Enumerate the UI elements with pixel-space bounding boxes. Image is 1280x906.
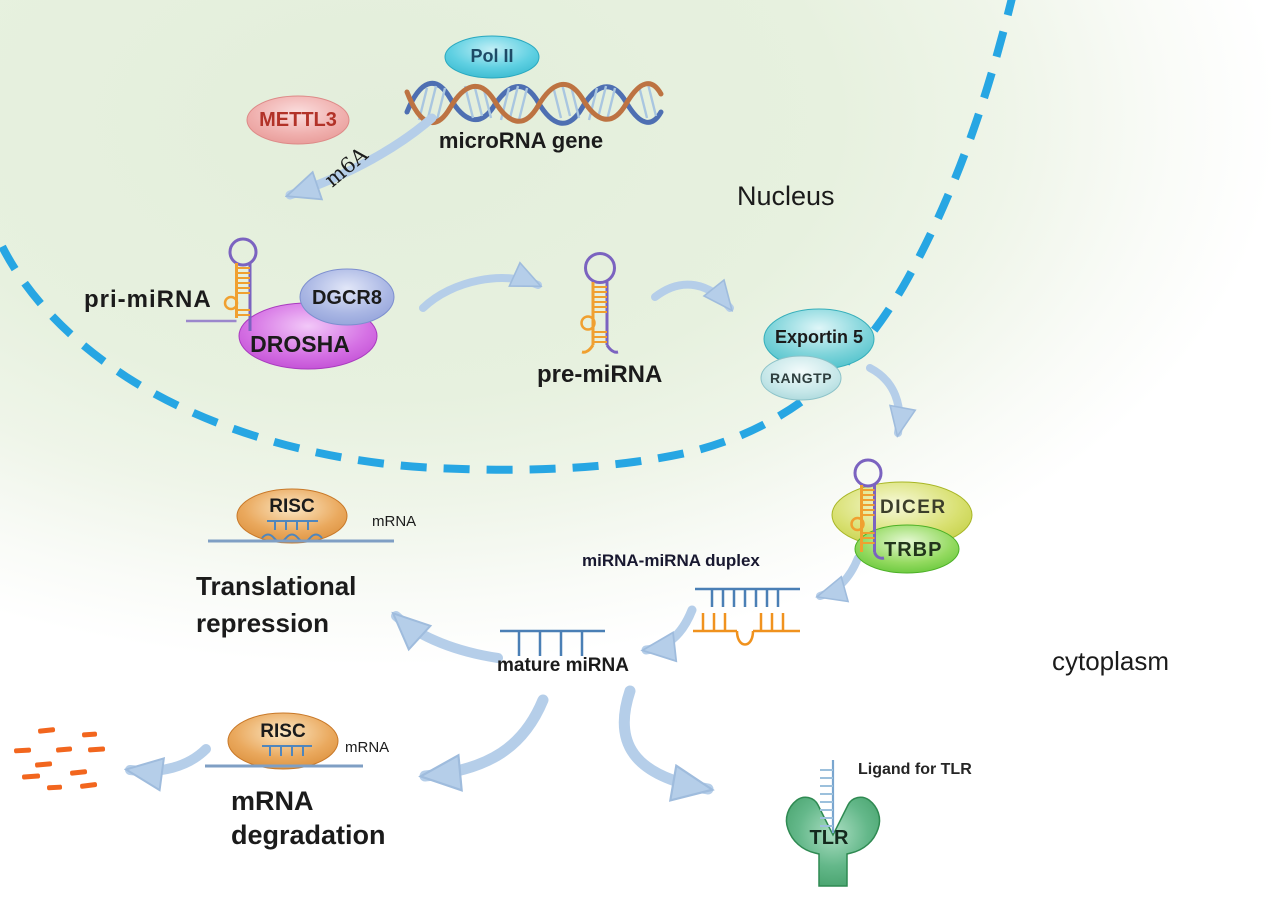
- mrna-top-label: mRNA: [372, 513, 417, 530]
- mrna-degradation-line1: mRNA: [231, 786, 314, 816]
- mettl3-label: METTL3: [259, 109, 337, 131]
- ligand-for-tlr-label: Ligand for TLR: [858, 761, 972, 778]
- arrow-mature-to-repression: [391, 611, 503, 663]
- mrna-bottom-label: mRNA: [345, 739, 390, 756]
- pri-mirna-hairpin: [186, 237, 258, 331]
- rangtp-oval: [760, 355, 842, 401]
- arrow-m6a-methylation: [290, 113, 437, 195]
- drosha-label: DROSHA: [250, 331, 350, 357]
- duplex-label: miRNA-miRNA duplex: [582, 551, 760, 570]
- arrow-mature-to-tlr: [618, 685, 708, 789]
- pri-mirna-label: pri-miRNA: [84, 286, 212, 313]
- mrna-degradation-label: mRNA degradation: [231, 784, 386, 852]
- mirna-duplex: [693, 587, 800, 646]
- mrna-fragments: [14, 727, 106, 791]
- arrow-duplex-to-mature: [646, 605, 697, 650]
- risc-top-wavy-line: [261, 533, 323, 543]
- pol2-label: Pol II: [470, 46, 514, 66]
- pol2-oval: [444, 35, 540, 79]
- nucleus-label: Nucleus: [737, 181, 835, 211]
- dna-base-hatching: [417, 83, 658, 121]
- pathway-arrows: [130, 113, 899, 789]
- dicer-label: DICER: [880, 497, 947, 518]
- risc-top-oval: [236, 488, 348, 544]
- pre-mirna-label: pre-miRNA: [537, 361, 663, 388]
- mature-mirna-label: mature miRNA: [497, 655, 629, 676]
- mettl3-oval: [246, 95, 350, 145]
- risc-bottom-oval: [227, 712, 339, 770]
- dna-strand-brown: [404, 81, 664, 125]
- translational-repression-line2: repression: [196, 608, 329, 638]
- tlr-label: TLR: [809, 827, 849, 849]
- exportin5-label: Exportin 5: [774, 327, 863, 347]
- risc-bottom-label: RISC: [260, 721, 306, 742]
- tlr-ligand-strand: [820, 760, 835, 833]
- arrow-drosha-cleavage: [419, 278, 538, 312]
- dicer-substrate-hairpin: [850, 458, 885, 560]
- dna-helix: [404, 80, 664, 126]
- rangtp-label: RANGTP: [769, 370, 833, 386]
- nuclear-membrane: [0, 0, 1016, 474]
- arrow-pre-mirna-export: [651, 285, 734, 308]
- dgcr8-label: DGCR8: [311, 287, 382, 309]
- mrna-degradation-line2: degradation: [231, 820, 386, 850]
- tlr-receptor: [785, 796, 881, 887]
- risc-bottom-mirna-comb: [262, 745, 312, 756]
- arrow-dicer-to-duplex: [820, 554, 862, 596]
- mature-mirna-strand: [500, 629, 605, 656]
- arrow-mature-to-degradation: [425, 694, 549, 776]
- risc-top-label: RISC: [269, 496, 315, 517]
- dgcr8-oval: [299, 268, 395, 326]
- arrow-degradation-to-fragments: [130, 744, 211, 771]
- trbp-label: TRBP: [884, 539, 943, 561]
- trbp-oval: [854, 524, 960, 574]
- pre-mirna-hairpin: [580, 252, 619, 354]
- risc-top-mirna-comb: [261, 520, 323, 543]
- cytoplasm-label: cytoplasm: [1052, 646, 1170, 676]
- microrna-gene-label: microRNA gene: [438, 128, 604, 153]
- translational-repression-line1: Translational: [196, 571, 357, 601]
- translational-repression-label: Translational repression: [196, 568, 356, 642]
- arrow-exportin-to-dicer: [866, 364, 899, 433]
